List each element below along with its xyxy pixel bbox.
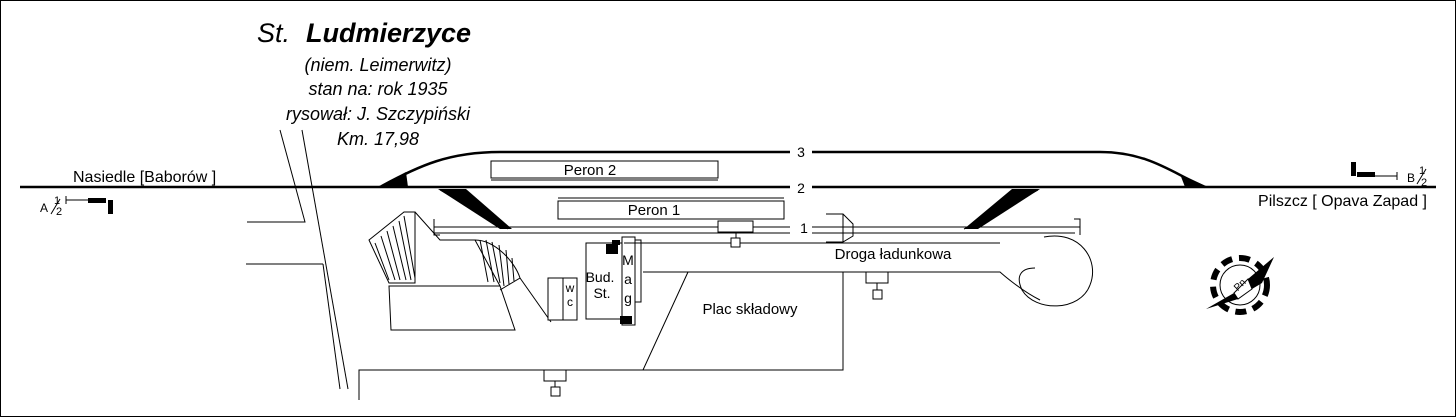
platform-1-label: Peron 1 — [628, 202, 681, 219]
station-building: Bud. St. — [585, 240, 623, 320]
signal-a-letter: A — [40, 201, 48, 215]
wc-c: c — [567, 295, 573, 309]
turnout-east-3 — [1180, 174, 1208, 187]
track-1 — [434, 226, 1080, 234]
road-diagonal-1 — [247, 129, 306, 223]
track-3-label: 3 — [797, 144, 805, 160]
station-building-line1: Bud. — [586, 269, 615, 285]
track-1-west-stop — [433, 219, 440, 236]
yard-label: Plac składowy — [702, 301, 798, 318]
compass-icon: Pn — [1206, 255, 1274, 315]
signal-b-denominator: 2 — [1421, 177, 1427, 189]
platform-2 — [490, 160, 719, 179]
magazine-g: g — [624, 290, 632, 306]
end-of-track-symbol — [826, 213, 854, 243]
platform-1 — [557, 200, 785, 220]
signal-a-numerator: 1 — [54, 195, 60, 207]
road-diagonal-2 — [301, 129, 349, 390]
kilometer: Km. 17,98 — [337, 129, 419, 149]
wc-w: w — [565, 281, 575, 295]
signal-a: A 1 2 — [40, 195, 113, 218]
magazine-m: M — [622, 252, 634, 268]
magazine-a: a — [624, 271, 632, 287]
lamp-1 — [717, 220, 754, 248]
platform-2-label: Peron 2 — [564, 162, 617, 179]
station-building-line2: St. — [593, 285, 610, 301]
magazine-building: M a g — [620, 236, 642, 326]
german-name: (niem. Leimerwitz) — [304, 55, 451, 75]
turnout-west-1-frog — [438, 189, 512, 229]
lamp-2 — [865, 271, 889, 300]
track-2-label: 2 — [797, 180, 805, 196]
signal-b-numerator: 1 — [1419, 165, 1425, 177]
station-name: Ludmierzyce — [306, 18, 471, 48]
signal-b: B 1 2 — [1351, 162, 1427, 189]
direction-east: Pilszcz [ Opava Zapad ] — [1258, 193, 1427, 210]
signal-a-denominator: 2 — [56, 206, 62, 218]
loading-road-loop — [1018, 235, 1094, 307]
wc-building: w c — [547, 277, 578, 321]
signal-b-letter: B — [1407, 171, 1415, 185]
author: rysował: J. Szczypiński — [286, 104, 471, 124]
title-block: St. Ludmierzyce (niem. Leimerwitz) stan … — [257, 18, 471, 149]
storage-yard — [358, 271, 844, 400]
turnout-west-3 — [380, 172, 408, 187]
road-label: Droga ładunkowa — [835, 246, 952, 263]
lamp-3 — [543, 369, 567, 397]
loading-road — [624, 242, 1041, 301]
track-1-label: 1 — [800, 220, 808, 236]
turnout-east-1-frog — [964, 189, 1040, 229]
road-left-lower — [322, 263, 341, 390]
shed-structure — [368, 211, 552, 331]
direction-west: Nasiedle [Baborów ] — [73, 169, 216, 186]
state-year: stan na: rok 1935 — [308, 79, 448, 99]
title-prefix: St. — [257, 18, 290, 48]
track-1-east-stop — [1074, 218, 1081, 235]
